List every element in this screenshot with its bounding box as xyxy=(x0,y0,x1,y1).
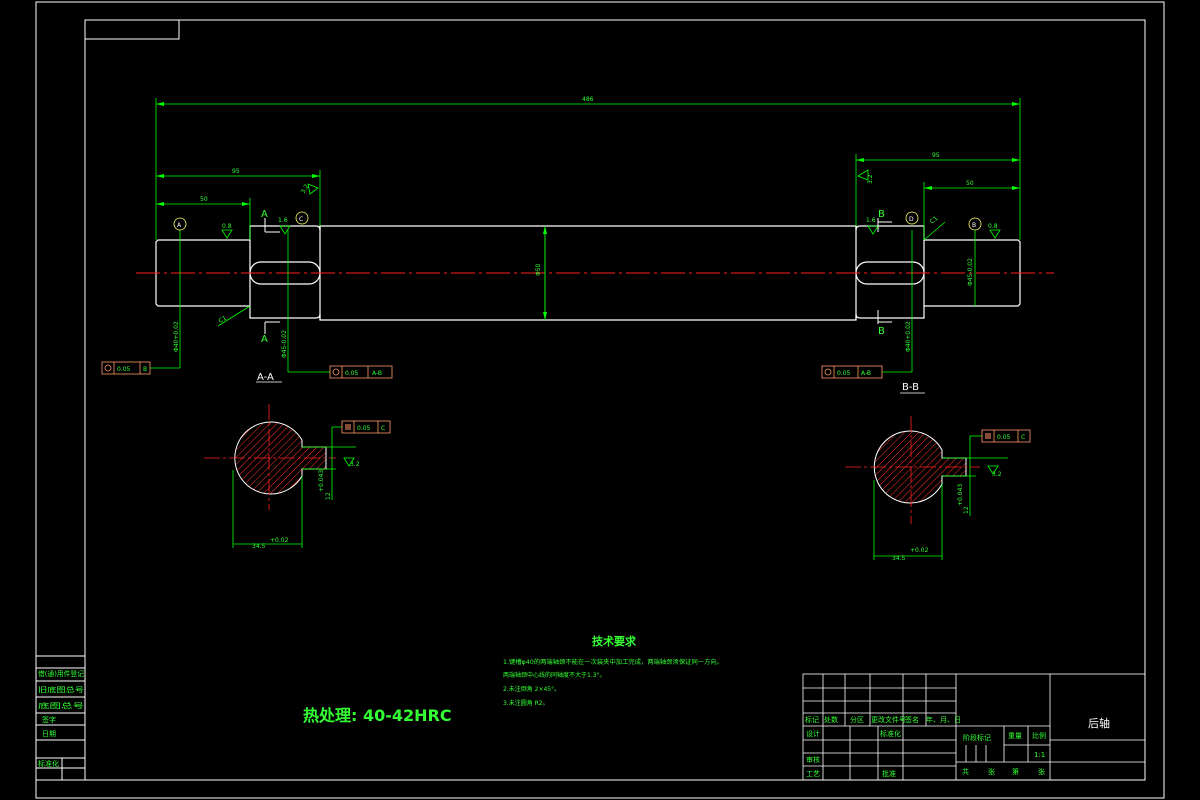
tol-left-datum: B xyxy=(143,366,147,373)
sec-b-width-tol: +0.02 xyxy=(910,547,929,554)
heat-treatment: 热处理: 40-42HRC xyxy=(303,706,452,725)
tol-sec-a-datum: C xyxy=(381,425,385,432)
section-a-view xyxy=(204,404,391,548)
rough-sec-a: 3.2 xyxy=(350,461,360,468)
dim-left-shoulder: Φ45-0.02 xyxy=(281,330,288,358)
datum-a-label: A xyxy=(177,222,182,229)
tb-scale-value: 1:1 xyxy=(1034,751,1045,759)
sec-a-key: 12 xyxy=(325,492,332,500)
tol-mid-value: 0.05 xyxy=(345,370,359,377)
tb-date: 年、月、日 xyxy=(926,715,961,724)
section-a-top: A xyxy=(261,209,268,220)
section-b-bottom: B xyxy=(878,326,885,337)
tol-mid-datum: A-B xyxy=(372,370,382,377)
drawing-frame xyxy=(35,1,1165,799)
dim-middle-dia: Φ50 xyxy=(535,263,542,276)
sec-b-key: 12 xyxy=(963,506,970,514)
rough-sec-b: 3.2 xyxy=(992,471,1002,478)
datum-markers xyxy=(173,211,982,231)
side-label-6: 标准化 xyxy=(38,759,59,768)
title-block xyxy=(802,673,1146,781)
dim-right-journal: Φ40+0.02 xyxy=(905,321,912,352)
rough-left-journal: 0.8 xyxy=(222,223,232,230)
tb-change-doc: 更改文件号 xyxy=(871,715,906,724)
tb-approve: 批准 xyxy=(882,769,896,778)
section-b-view xyxy=(845,416,1031,560)
datum-d-label: D xyxy=(909,216,914,223)
tb-zone: 分区 xyxy=(850,715,864,724)
rough-left-top: 3.2 xyxy=(300,183,311,195)
tech-req-2: 两端轴颈中心线的同轴度不大于1.3°。 xyxy=(503,671,606,679)
sec-b-width: 34.5 xyxy=(892,555,906,562)
part-name: 后轴 xyxy=(1088,716,1110,730)
rough-right-journal: 0.8 xyxy=(988,223,998,230)
tol-sec-b-value: 0.05 xyxy=(997,434,1011,441)
tb-review: 审核 xyxy=(806,755,820,764)
dim-left-inner: 50 xyxy=(200,196,208,203)
side-block xyxy=(35,655,86,781)
section-a-bottom: A xyxy=(261,334,268,345)
dim-right-shoulder: Φ45-0.02 xyxy=(967,258,974,286)
tol-left-value: 0.05 xyxy=(117,366,131,373)
side-label-5: 日期 xyxy=(42,730,56,738)
side-label-4: 签字 xyxy=(42,715,56,724)
tech-req-4: 3.未注圆角 R2。 xyxy=(503,699,549,707)
side-label-2: 旧底图总号 xyxy=(38,685,84,694)
tb-stage-mark: 阶段标记 xyxy=(963,733,991,742)
tech-requirements-title: 技术要求 xyxy=(592,634,637,648)
datum-c-label: C xyxy=(299,216,303,223)
dim-chamfer-right: C1 xyxy=(929,215,940,226)
sec-b-key-tol: +0.043 xyxy=(957,484,964,506)
tol-sec-b-datum: C xyxy=(1021,434,1025,441)
section-b-top: B xyxy=(878,209,885,220)
datum-b-label: B xyxy=(972,222,976,229)
rough-left-key: 1.6 xyxy=(278,217,288,224)
tb-count: 处数 xyxy=(824,715,838,724)
tb-standardize: 标准化 xyxy=(880,729,901,738)
tb-process: 工艺 xyxy=(806,770,820,778)
dimension-arrows xyxy=(156,102,1020,320)
tol-right-datum: A-B xyxy=(861,370,871,377)
section-a-title: A-A xyxy=(257,372,274,383)
dim-chamfer-left: C1 xyxy=(218,315,229,325)
dimension-lines xyxy=(150,98,1021,373)
dim-left-journal: Φ40+0.02 xyxy=(173,321,180,352)
tb-sheet-total: 共 xyxy=(962,767,969,776)
sec-a-width-tol: +0.02 xyxy=(270,537,289,544)
rough-right-key: 1.6 xyxy=(866,217,876,224)
side-label-3: 底图总号 xyxy=(38,701,84,710)
tb-mark: 标记 xyxy=(805,715,819,724)
sec-a-width: 34.5 xyxy=(252,543,266,550)
tb-weight: 重量 xyxy=(1008,732,1022,740)
section-markers xyxy=(264,218,892,334)
tb-design: 设计 xyxy=(806,729,820,738)
tech-req-3: 2.未注倒角 2×45°。 xyxy=(503,685,560,693)
roughness-symbols xyxy=(221,169,1001,239)
tb-sheet-no: 第 xyxy=(1012,767,1019,776)
dim-overall-length: 486 xyxy=(582,96,594,103)
tb-sheet-no-of: 张 xyxy=(1038,767,1045,776)
dim-left-outer: 95 xyxy=(232,168,240,175)
tolerance-frames xyxy=(101,361,883,379)
sec-a-key-tol: +0.043 xyxy=(318,470,325,492)
tol-right-value: 0.05 xyxy=(837,370,851,377)
side-label-1: 借(通)用件登记 xyxy=(38,669,84,678)
dim-right-inner: 50 xyxy=(966,180,974,187)
dim-right-outer: 95 xyxy=(932,152,940,159)
tb-scale: 比例 xyxy=(1032,731,1046,740)
tol-sec-a-value: 0.05 xyxy=(357,425,371,432)
tech-req-1: 1.键槽φ40的两端轴颈不能在一次装夹中加工完成，两端轴颈须保证同一方向。 xyxy=(503,658,723,666)
section-b-title: B-B xyxy=(902,382,919,393)
rough-right-top: 3.2 xyxy=(867,174,874,184)
tb-sign: 签名 xyxy=(905,715,919,724)
tb-sheet-of: 张 xyxy=(988,767,995,776)
